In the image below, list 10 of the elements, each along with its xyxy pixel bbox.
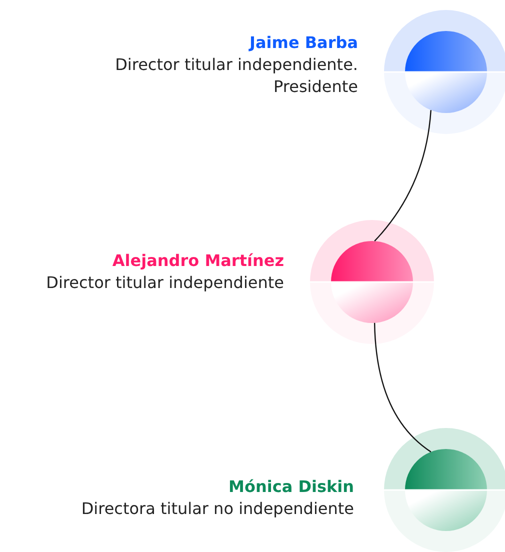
connector-line: [374, 110, 432, 242]
split-circle-icon: [384, 10, 505, 134]
role-text: Director titular independiente. Presidente: [114, 54, 358, 98]
role-text: Director titular independiente: [45, 272, 284, 294]
person-name: Alejandro Martínez: [112, 250, 284, 272]
person-name: Mónica Diskin: [228, 476, 354, 498]
person-name: Jaime Barba: [250, 32, 358, 54]
role-text: Directora titular no independiente: [80, 498, 354, 520]
split-circle-icon: [310, 220, 434, 344]
split-circle-icon: [384, 428, 505, 552]
